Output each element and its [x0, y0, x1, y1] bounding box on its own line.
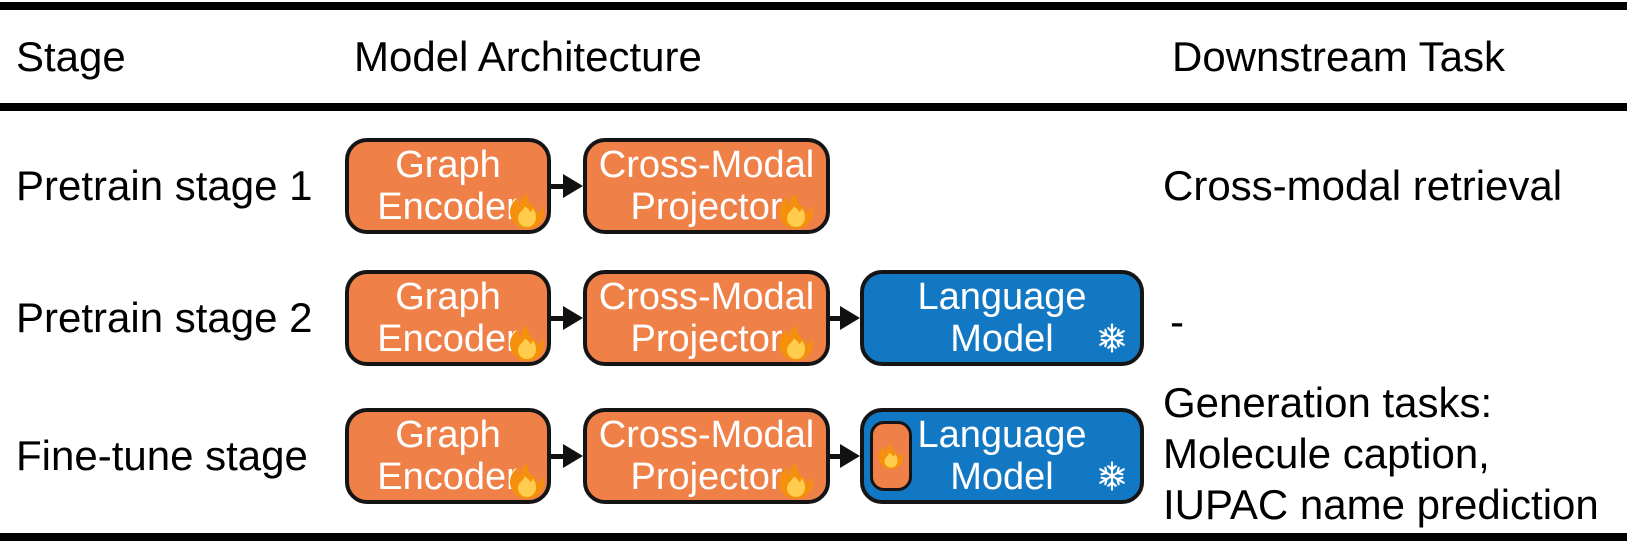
fire-icon	[509, 325, 545, 361]
projector-label-line2: Projector	[630, 318, 783, 360]
column-header-task: Downstream Task	[1172, 33, 1506, 80]
column-header-architecture: Model Architecture	[354, 33, 702, 80]
task-line-3: IUPAC name prediction	[1163, 481, 1599, 528]
projector-label-line2: Projector	[630, 456, 783, 498]
graph-encoder-box: Graph Encoder	[345, 138, 551, 234]
task-line-2: Molecule caption,	[1163, 430, 1490, 477]
graph-encoder-label-line2: Encoder	[377, 456, 519, 498]
language-model-label-line1: Language	[917, 276, 1087, 318]
stage-label-pretrain-1: Pretrain stage 1	[16, 162, 313, 209]
projector-label-line1: Cross-Modal	[598, 414, 815, 456]
cross-modal-projector-box: Cross-Modal Projector	[583, 138, 830, 234]
language-model-box: Language Model	[860, 408, 1144, 504]
stage-label-pretrain-2: Pretrain stage 2	[16, 294, 313, 341]
language-model-label-line1: Language	[917, 414, 1087, 456]
stage-label-finetune: Fine-tune stage	[16, 432, 308, 479]
arrow-icon	[551, 306, 583, 330]
task-line-1: Generation tasks:	[1163, 379, 1493, 426]
arrow-icon	[551, 444, 583, 468]
fire-icon	[509, 463, 545, 499]
graph-encoder-box: Graph Encoder	[345, 408, 551, 504]
lora-adapter-box	[870, 421, 912, 491]
fire-icon	[509, 193, 545, 229]
graph-encoder-box: Graph Encoder	[345, 270, 551, 366]
cross-modal-projector-box: Cross-Modal Projector	[583, 270, 830, 366]
graph-encoder-label-line1: Graph	[395, 144, 501, 186]
graph-encoder-label-line2: Encoder	[377, 186, 519, 228]
arrow-icon	[830, 306, 860, 330]
snowflake-icon	[1096, 460, 1128, 492]
fire-icon	[778, 193, 814, 229]
divider-top	[0, 2, 1627, 10]
divider-header	[0, 103, 1627, 111]
language-model-box: Language Model	[860, 270, 1144, 366]
task-generation-tasks: Generation tasks: Molecule caption, IUPA…	[1163, 377, 1599, 530]
projector-label-line2: Projector	[630, 186, 783, 228]
fire-icon	[778, 463, 814, 499]
language-model-label-line2: Model	[950, 318, 1054, 360]
task-cross-modal-retrieval: Cross-modal retrieval	[1163, 162, 1563, 209]
fire-icon	[778, 325, 814, 361]
arrow-icon	[830, 444, 860, 468]
graph-encoder-label-line1: Graph	[395, 414, 501, 456]
fire-icon	[878, 443, 904, 469]
arrow-icon	[551, 174, 583, 198]
task-none-dash: -	[1170, 298, 1184, 345]
projector-label-line1: Cross-Modal	[598, 276, 815, 318]
column-header-stage: Stage	[16, 33, 126, 80]
graph-encoder-label-line2: Encoder	[377, 318, 519, 360]
graph-encoder-label-line1: Graph	[395, 276, 501, 318]
cross-modal-projector-box: Cross-Modal Projector	[583, 408, 830, 504]
projector-label-line1: Cross-Modal	[598, 144, 815, 186]
snowflake-icon	[1096, 322, 1128, 354]
divider-bottom	[0, 533, 1627, 541]
language-model-label-line2: Model	[950, 456, 1054, 498]
